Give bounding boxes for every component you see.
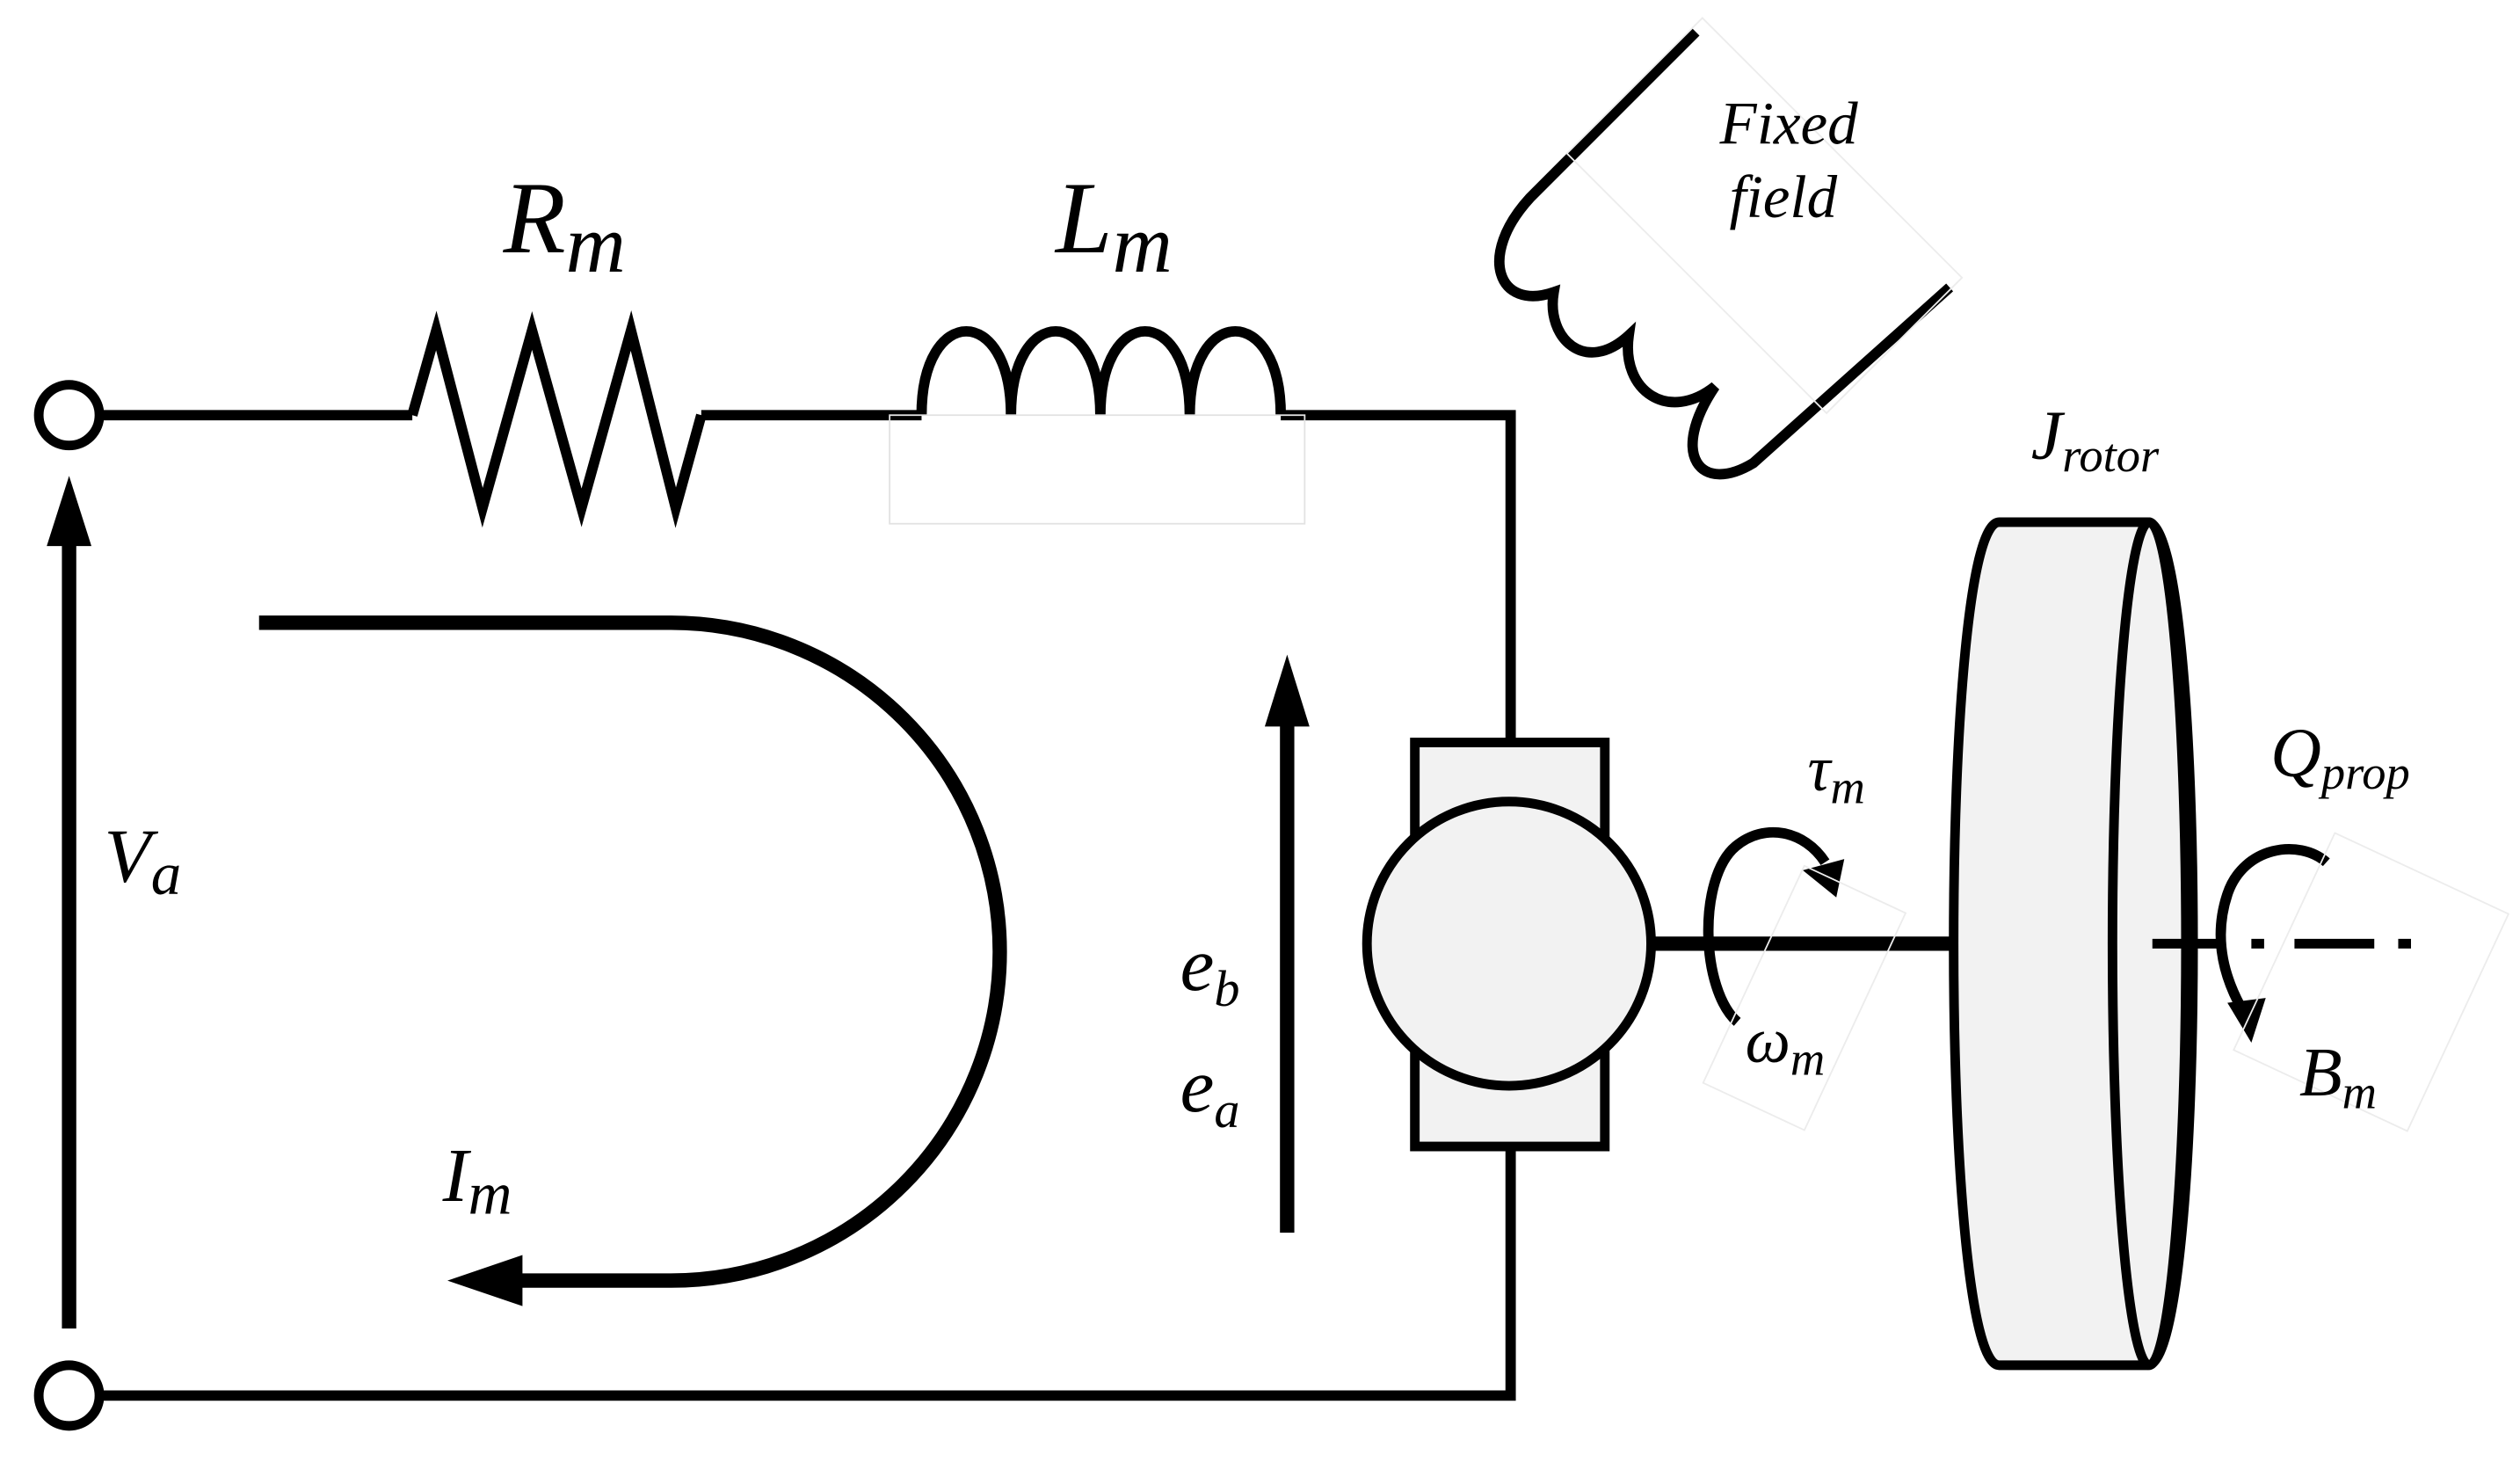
load-torque-arrowhead — [2227, 998, 2266, 1043]
inductor-highlight-box — [889, 414, 1306, 525]
fixed-field-label-line2: field — [1729, 164, 1837, 230]
inductor-coil — [916, 326, 1287, 416]
back-emf-arrowhead — [1264, 654, 1310, 727]
resistor-zigzag — [407, 309, 707, 528]
voltage-arrowhead — [47, 476, 92, 547]
fixed-field-highlight-box — [1565, 17, 1964, 415]
bottom-terminal — [33, 1360, 105, 1431]
inertia-label: Jrotor — [2031, 397, 2160, 482]
fixed-field-label-line1: Fixed — [1719, 90, 1859, 156]
torque-label: τm — [1807, 733, 1864, 814]
motor-armature — [1362, 797, 1656, 1091]
damping-label: Bm — [2299, 1034, 2377, 1119]
torque-rotation-arrowhead — [1803, 859, 1845, 898]
current-loop-arrow — [258, 615, 1007, 1288]
current-arrowhead — [447, 1255, 523, 1306]
torque-rotation-arc — [1703, 826, 1830, 1026]
speed-label: ωm — [1746, 1005, 1826, 1086]
back-emf-label-a: ea — [1180, 1043, 1240, 1139]
fixed-field-coil — [1493, 28, 1954, 480]
torque-highlight-box — [1702, 864, 1907, 1131]
voltage-label: Va — [105, 813, 182, 908]
inductor-label: Lm — [1054, 162, 1173, 290]
top-terminal — [33, 380, 105, 451]
load-torque-label: Qprop — [2270, 715, 2410, 800]
current-label: Im — [442, 1132, 512, 1227]
back-emf-label-b: eb — [1180, 921, 1240, 1017]
top-wire-right — [1281, 410, 1516, 743]
bottom-wire — [99, 1146, 1516, 1401]
resistor-label: Rm — [503, 162, 626, 290]
load-torque-highlight-box — [2233, 832, 2510, 1132]
load-torque-arc — [2215, 844, 2330, 1008]
